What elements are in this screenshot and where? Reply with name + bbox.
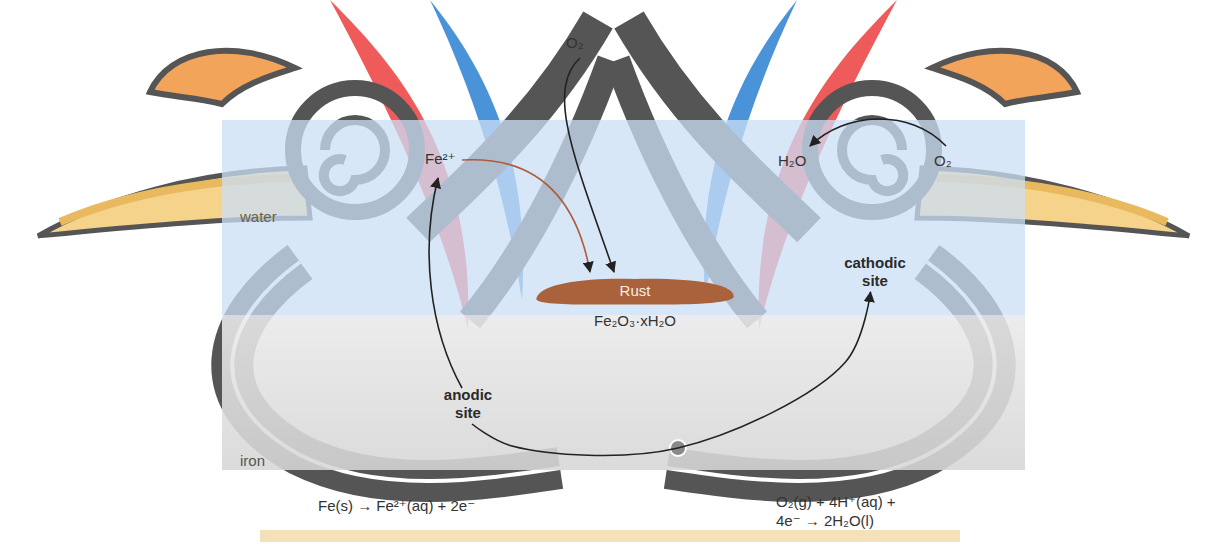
diagram-label: water <box>240 208 277 227</box>
diagram-label: O₂ <box>566 34 584 53</box>
node-heading: Rust <box>540 282 730 300</box>
electron-flow-arrow <box>472 292 871 456</box>
rust-fill <box>536 279 734 305</box>
oxygen-arrow <box>565 58 614 272</box>
ion-arrow <box>429 178 462 388</box>
cathodic-site: cathodic site <box>830 252 920 292</box>
diagram-label: Fe(s) → Fe²⁺(aq) + 2e⁻ <box>318 497 618 516</box>
oxygen-arrow <box>810 119 946 146</box>
diagram-label: O₂(g) + 4H⁺(aq) + 4e⁻ → 2H₂O(l) <box>776 493 916 531</box>
footer-band <box>260 530 960 542</box>
diagram-label: iron <box>240 452 265 471</box>
water-layer <box>222 120 1025 315</box>
iron-block <box>222 315 1025 470</box>
diagram-label: Fe²⁺ <box>425 150 455 169</box>
node-body: Fe₂O₃·xH₂O <box>530 306 740 330</box>
anodic-site: anodic site <box>428 384 508 424</box>
panel-ground <box>222 120 1025 470</box>
site-label: cathodic site <box>830 252 920 292</box>
ion-arrow <box>462 160 590 272</box>
diagram-label: H₂O <box>778 152 806 171</box>
site-label: anodic site <box>428 384 508 424</box>
rust-patch: RustFe₂O₃·xH₂O <box>530 276 740 330</box>
rust-blob: Rust <box>530 276 740 306</box>
diagram-label: O₂ <box>934 152 952 171</box>
